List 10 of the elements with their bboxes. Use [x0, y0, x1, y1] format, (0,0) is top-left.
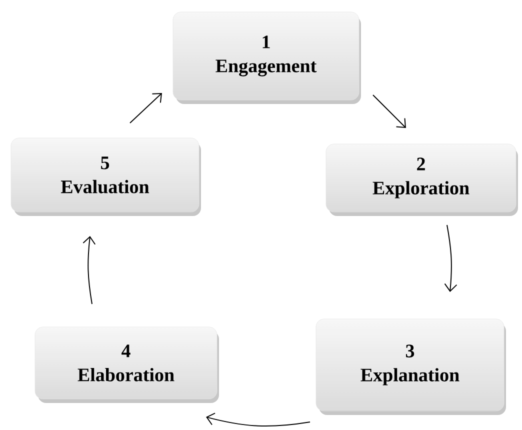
- stage-box: 5 Evaluation: [10, 138, 201, 216]
- stage-box: 3 Explanation: [316, 318, 506, 415]
- stage-box: 4 Elaboration: [34, 326, 219, 403]
- arrow: [444, 224, 458, 292]
- arrow: [82, 236, 96, 304]
- arrow: [206, 412, 310, 427]
- arrow: [372, 94, 406, 128]
- arrow: [130, 92, 162, 124]
- stage-box: 2 Exploration: [326, 144, 518, 216]
- stage-box: 1 Engagement: [172, 12, 361, 104]
